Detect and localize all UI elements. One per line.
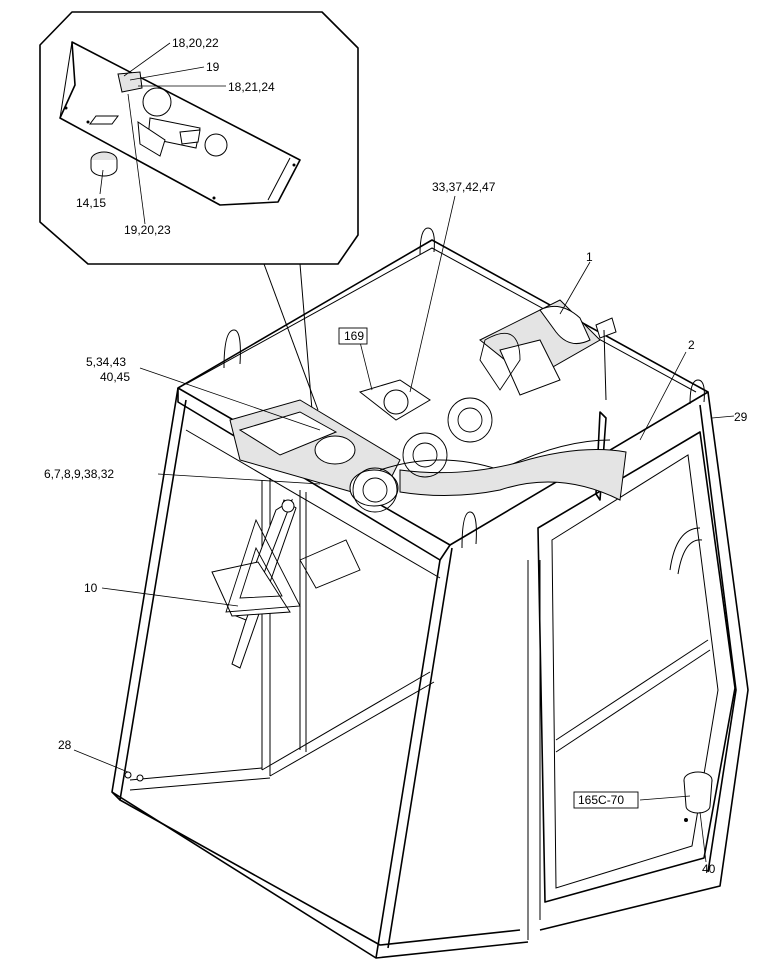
callout-29: 29 — [734, 410, 748, 424]
roof-components — [229, 299, 627, 507]
reference-box-165c-70 — [573, 791, 639, 809]
wiper-assembly — [211, 498, 297, 669]
callout-14-15: 14,15 — [76, 196, 106, 210]
callout-leaders — [73, 195, 735, 863]
callout-19: 19 — [206, 60, 220, 74]
reference-169: 169 — [344, 329, 364, 343]
callout-19-20-23: 19,20,23 — [124, 223, 171, 237]
watermark — [225, 332, 521, 613]
callout-40: 40 — [702, 862, 716, 876]
callout-10: 10 — [84, 581, 98, 595]
callout-2: 2 — [688, 338, 695, 352]
callout-33-37-42-47: 33,37,42,47 — [432, 180, 496, 194]
reference-165c-70: 165C-70 — [578, 793, 624, 807]
callout-1: 1 — [586, 250, 593, 264]
callout-18-20-22: 18,20,22 — [172, 36, 219, 50]
callout-5-34-43: 5,34,43 — [86, 355, 126, 369]
callout-6-7-8-9-38-32: 6,7,8,9,38,32 — [44, 467, 114, 481]
callout-18-21-24: 18,21,24 — [228, 80, 275, 94]
callout-28: 28 — [58, 738, 72, 752]
callout-40-45: 40,45 — [100, 370, 130, 384]
cab-frame — [111, 227, 749, 959]
detail-view — [39, 11, 359, 411]
reference-box-169 — [338, 327, 368, 345]
lamp — [683, 771, 713, 822]
